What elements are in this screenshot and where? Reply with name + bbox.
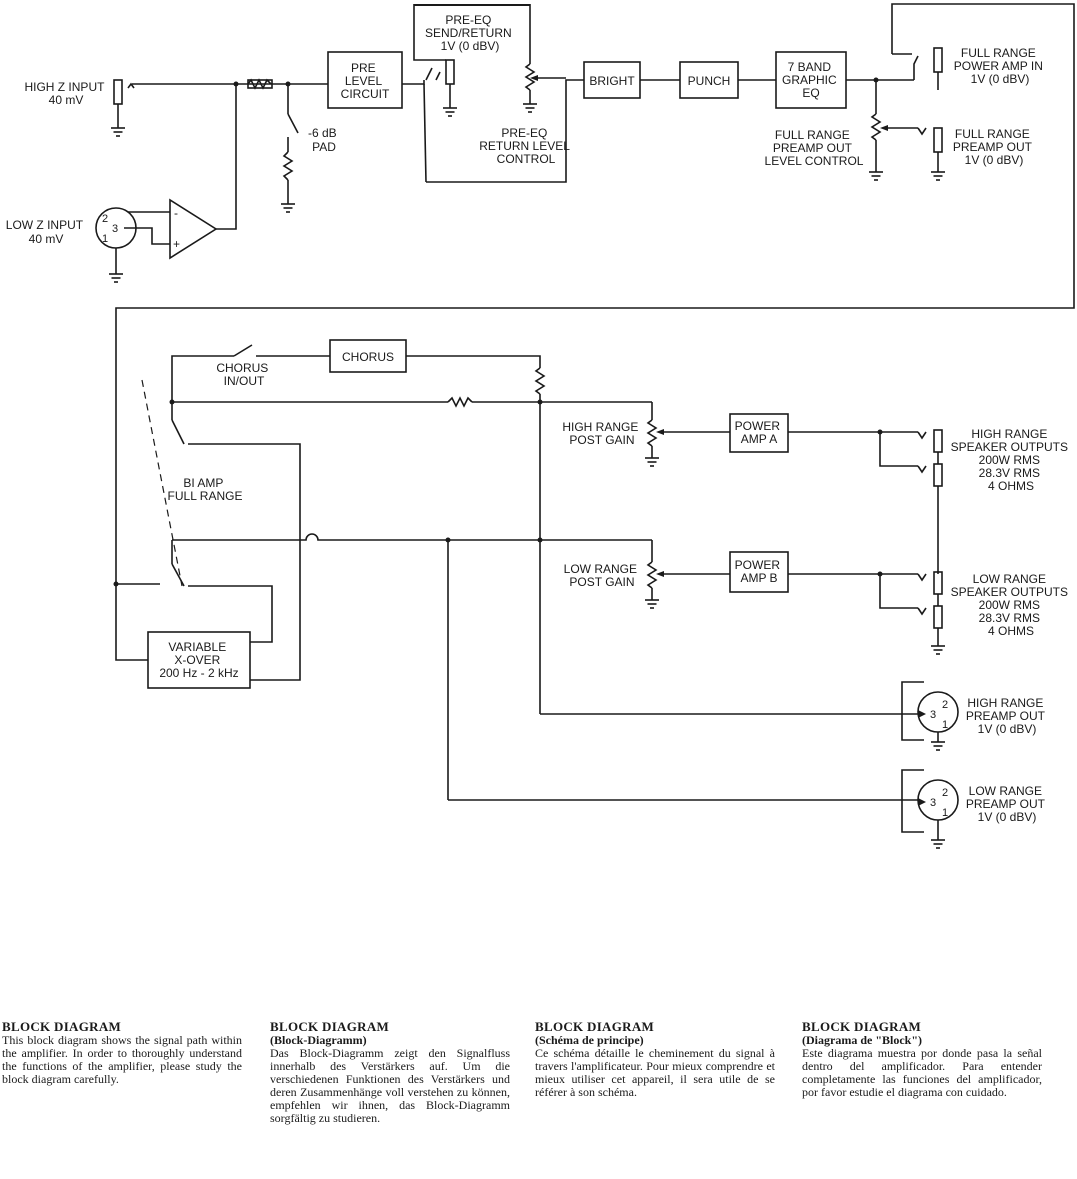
chorus-switch <box>171 344 330 402</box>
block-diagram: HIGH Z INPUT 40 mV -6 dB PAD 2 3 1 LOW Z… <box>6 3 1075 849</box>
high-range-post-gain-pot <box>644 402 730 467</box>
chorus-label: CHORUS <box>342 350 394 364</box>
bright-label: BRIGHT <box>589 74 635 88</box>
pre-eq-return-level-label: PRE-EQ RETURN LEVEL CONTROL <box>479 126 573 166</box>
pre-level-circuit-block <box>327 51 403 109</box>
svg-text:-: - <box>174 206 178 220</box>
description-body: Este diagrama muestra por donde pasa la … <box>802 1046 1042 1099</box>
low-range-post-gain-pot <box>644 540 730 609</box>
full-range-preamp-out-jack <box>917 127 946 181</box>
description-title: BLOCK DIAGRAM <box>802 1019 922 1034</box>
description-title: BLOCK DIAGRAM <box>2 1019 122 1034</box>
high-range-preamp-out-label: HIGH RANGE PREAMP OUT 1V (0 dBV) <box>966 696 1048 736</box>
power-amp-b-block <box>729 551 789 593</box>
svg-text:3: 3 <box>930 709 936 721</box>
svg-text:3: 3 <box>930 797 936 809</box>
power-amp-b-label: POWER AMP B <box>735 558 784 585</box>
high-range-speaker-jacks <box>917 429 943 574</box>
input-resistor <box>247 78 272 90</box>
low-range-speaker-jacks <box>917 571 946 655</box>
pad-switch <box>280 84 299 213</box>
power-amp-a-block <box>729 413 789 453</box>
low-range-preamp-out-xlr: 2 3 1 <box>448 769 959 849</box>
low-range-post-gain-label: LOW RANGE POST GAIN <box>564 562 641 589</box>
high-z-input-jack <box>110 79 328 137</box>
full-range-preamp-out-level-pot <box>868 80 918 181</box>
svg-text:1: 1 <box>942 807 948 819</box>
bi-amp-full-range-label: BI AMP FULL RANGE <box>168 476 243 503</box>
description-french: BLOCK DIAGRAM (Schéma de principe) Ce sc… <box>535 1020 775 1099</box>
graphic-eq-label: 7 BAND GRAPHIC EQ <box>782 60 840 100</box>
description-title: BLOCK DIAGRAM <box>270 1019 390 1034</box>
variable-xover-label: VARIABLE X-OVER 200 Hz - 2 kHz <box>159 640 238 680</box>
svg-text:1: 1 <box>942 719 948 731</box>
svg-text:2: 2 <box>942 699 948 711</box>
chorus-in-out-label: CHORUS IN/OUT <box>216 361 271 388</box>
high-z-input-label: HIGH Z INPUT 40 mV <box>24 80 107 107</box>
description-german: BLOCK DIAGRAM (Block-Diagramm) Das Block… <box>270 1020 510 1125</box>
bi-amp-full-range-switch <box>113 379 301 681</box>
description-spanish: BLOCK DIAGRAM (Diagrama de "Block") Este… <box>802 1020 1042 1099</box>
high-range-post-gain-label: HIGH RANGE POST GAIN <box>562 420 641 447</box>
svg-text:2: 2 <box>942 787 948 799</box>
pre-eq-send-return-label: PRE-EQ SEND/RETURN 1V (0 dBV) <box>425 13 515 53</box>
punch-label: PUNCH <box>688 74 731 88</box>
full-range-preamp-out-label: FULL RANGE PREAMP OUT 1V (0 dBV) <box>953 127 1035 167</box>
low-z-input-xlr: 2 3 1 <box>95 207 170 283</box>
pad-label: -6 dB PAD <box>308 126 340 154</box>
description-body: Ce schéma détaille le cheminement du sig… <box>535 1046 775 1099</box>
low-range-preamp-out-label: LOW RANGE PREAMP OUT 1V (0 dBV) <box>966 784 1048 824</box>
low-z-input-label: LOW Z INPUT 40 mV <box>6 218 86 246</box>
description-body: This block diagram shows the signal path… <box>2 1033 242 1086</box>
description-subtitle: (Schéma de principe) <box>535 1033 644 1047</box>
high-range-preamp-out-xlr: 2 3 1 <box>540 681 959 751</box>
description-subtitle: (Block-Diagramm) <box>270 1033 367 1047</box>
description-body: Das Block-Diagramm zeigt den Signalfluss… <box>270 1046 510 1125</box>
description-subtitle: (Diagrama de "Block") <box>802 1033 922 1047</box>
input-op-amp: - + <box>169 84 237 260</box>
description-english: BLOCK DIAGRAM This block diagram shows t… <box>2 1020 242 1086</box>
pre-eq-return-level-pot <box>522 56 566 113</box>
description-title: BLOCK DIAGRAM <box>535 1019 655 1034</box>
full-range-power-amp-in-jack <box>115 3 1075 661</box>
svg-text:2: 2 <box>102 213 108 225</box>
power-amp-a-label: POWER AMP A <box>735 419 784 446</box>
full-range-power-amp-in-label: FULL RANGE POWER AMP IN 1V (0 dBV) <box>954 46 1046 86</box>
svg-text:+: + <box>173 237 180 251</box>
pre-eq-send-return-jack <box>423 59 458 183</box>
pre-level-circuit-label: PRE LEVEL CIRCUIT <box>341 61 390 101</box>
svg-text:1: 1 <box>102 233 108 245</box>
low-range-speaker-label: LOW RANGE SPEAKER OUTPUTS 200W RMS 28.3V… <box>951 572 1072 638</box>
high-range-speaker-label: HIGH RANGE SPEAKER OUTPUTS 200W RMS 28.3… <box>951 427 1072 493</box>
full-range-preamp-level-label: FULL RANGE PREAMP OUT LEVEL CONTROL <box>765 128 864 168</box>
variable-xover-block <box>147 631 251 689</box>
svg-text:3: 3 <box>112 223 118 235</box>
